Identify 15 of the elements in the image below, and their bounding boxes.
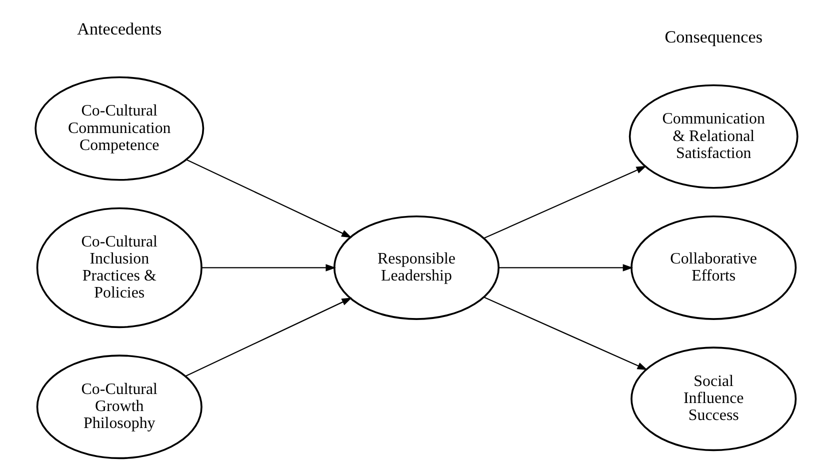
arrow [498, 264, 634, 272]
label: Consequences [664, 27, 763, 46]
arrow [484, 296, 648, 370]
node-ellipse: Co-Cultural Inclusion Practices & Policies [36, 207, 202, 328]
node-ellipse: Co-Cultural Communication Competence [34, 76, 204, 181]
arrow [186, 159, 352, 238]
arrow [484, 166, 647, 239]
label: Antecedents [77, 19, 162, 38]
node-ellipse: Social Influence Success [630, 346, 797, 452]
node-ellipse: Responsible Leadership [333, 215, 500, 320]
node-ellipse: Collaborative Efforts [630, 215, 797, 320]
node-ellipse: Communication & Relational Satisfaction [628, 84, 798, 189]
node-ellipse: Co-Cultural Growth Philosophy [36, 354, 202, 460]
arrow [185, 298, 352, 377]
arrow [202, 264, 336, 272]
